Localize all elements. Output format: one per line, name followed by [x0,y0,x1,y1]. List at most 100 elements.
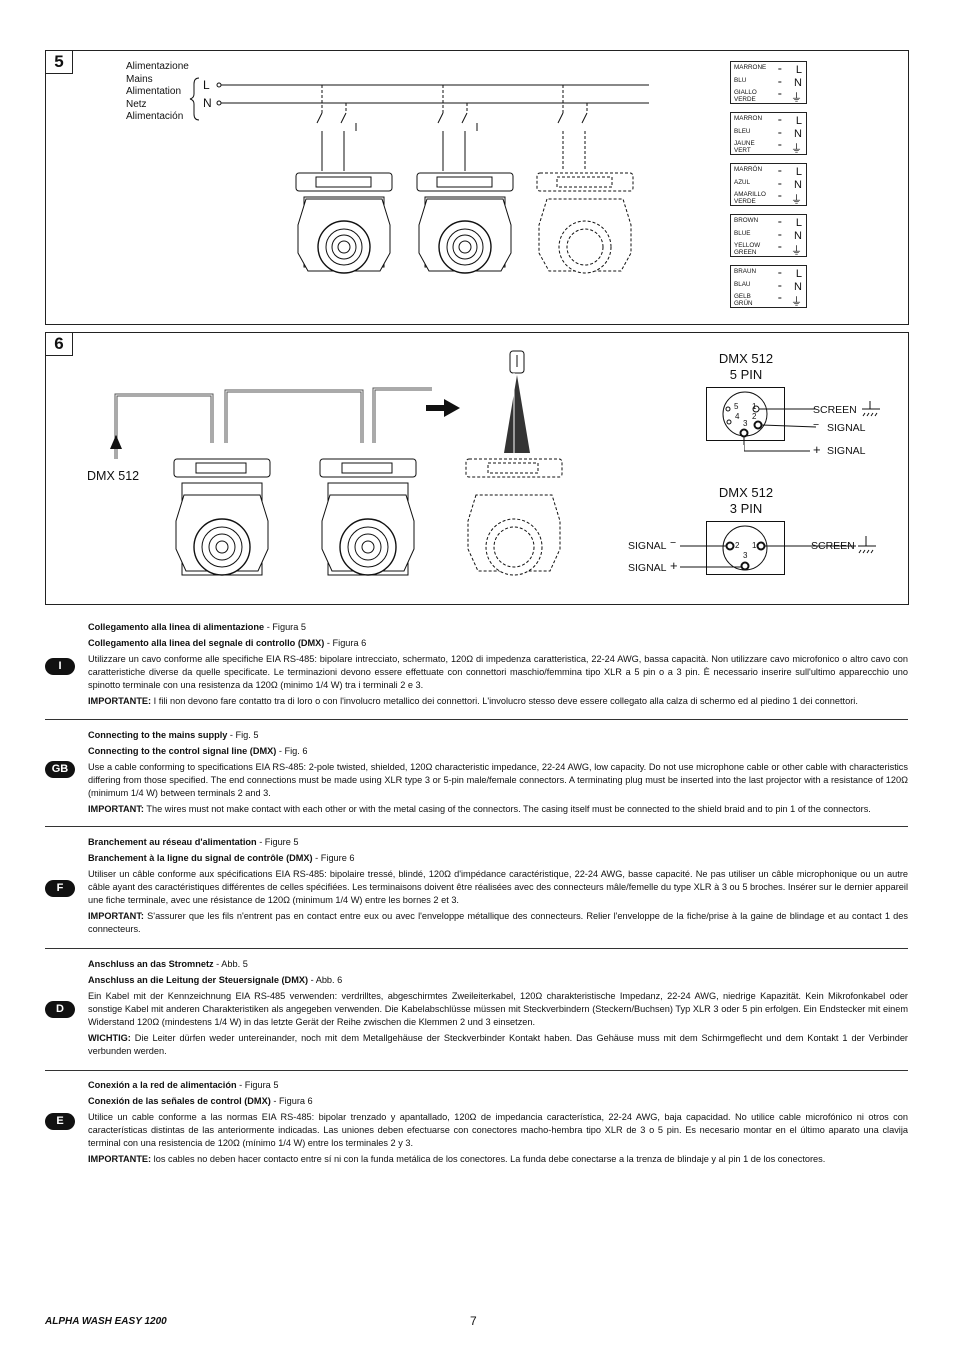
note-label: IMPORTANT: [88,804,144,814]
pin5-minus-sign: − [813,419,820,431]
pin3-signal-minus-label: SIGNAL [628,540,667,552]
equals: = [778,117,782,124]
line-n-label: N [203,96,212,110]
xlr-5pin-connector [706,387,816,445]
dmx-5pin-title-b: 5 PIN [729,367,763,382]
wire-colour-b: VERT [734,146,751,154]
ground-icon: ⏚ [791,92,802,104]
drop-3 [557,85,588,171]
equals: = [778,142,782,149]
wire-colour: BLUE [734,230,751,237]
terminal-n: N [794,128,802,140]
heading: Branchement au réseau d'alimentation [88,837,257,847]
wire-colour-b: GREEN [734,248,757,256]
note-text: los cables no deben hacer contacto entre… [151,1154,826,1164]
dmx-5pin-title: DMX 512 5 PIN [706,351,786,383]
pin5-number: 2 [752,412,757,421]
mains-label-line: Alimentazione [126,61,189,72]
equals: = [778,270,782,277]
section-it: I Collegamento alla linea di alimentazio… [45,621,908,713]
heading-ref: - Figure 6 [312,853,355,863]
pin3-minus-sign: − [670,537,677,549]
heading: Connecting to the mains supply [88,730,228,740]
equals: = [778,283,782,290]
line-l-label: L [203,78,210,92]
note-text: Die Leiter dürfen weder untereinander, n… [88,1033,908,1056]
divider [45,1070,908,1071]
wire-colour: BRAUN [734,268,757,275]
dmx-3pin-title-a: DMX 512 [718,485,774,500]
footer-model-name: ALPHA WASH EASY 1200 [45,1316,167,1327]
heading-ref: - Abb. 6 [308,975,343,985]
heading: Anschluss an die Leitung der Steuersigna… [88,975,309,985]
wire-colour: BLAU [734,281,751,288]
shield-ground-icon [858,536,876,554]
language-badge: E [45,1113,75,1130]
wire-colour-a: YELLOW [734,242,761,249]
xlr-3pin-connector [680,521,856,575]
terminal-l: L [795,166,802,178]
heading: Anschluss an das Stromnetz [88,959,214,969]
mains-label-line: Alimentación [126,111,184,123]
divider [45,826,908,827]
section-text: Connecting to the mains supply - Fig. 5 … [88,729,908,819]
section-gb: GB Connecting to the mains supply - Fig.… [45,729,908,821]
note-text: The wires must not make contact with eac… [143,804,871,814]
body-text: Utilice un cable conforme a las normas E… [88,1112,908,1148]
heading-ref: - Fig. 5 [227,730,259,740]
terminal-n: N [794,281,802,293]
heading-ref: - Figura 6 [270,1096,313,1106]
wire-colour: BROWN [734,217,759,224]
pin5-number: 3 [743,419,748,428]
wire-colour-a: AMARILLO [734,191,766,198]
equals: = [778,181,782,188]
pin5-plus-sign: + [813,442,821,457]
note-text: I fili non devono fare contatto tra di l… [151,696,858,706]
body-text: Ein Kabel mit der Kennzeichnung EIA RS-4… [88,991,908,1027]
fixture-1 [173,458,271,576]
mains-wiring-diagram [189,77,649,274]
pin3-signal-plus-label: SIGNAL [628,562,667,574]
wire-colour-b: VERDE [734,197,756,205]
drop-1 [316,85,357,171]
language-badge: F [45,880,75,897]
wire-colour: MARRÓN [734,166,762,173]
figure-number: 6 [46,333,73,356]
dmx-5pin-title-a: DMX 512 [718,351,774,366]
wire-colour: MARRON [734,115,762,122]
language-badge: I [45,658,75,675]
fixture-2 [416,172,514,274]
mains-label-line: Mains [126,73,153,85]
body-text: Use a cable conforming to specifications… [88,762,908,798]
dmx-3pin-title-b: 3 PIN [729,501,763,516]
section-fr: F Branchement au réseau d'alimentation -… [45,836,908,944]
pin5-screen-label: SCREEN [813,404,857,416]
mains-label: Alimentazione Mains Alimentation Netz Al… [126,61,189,124]
dmx-wiring-diagram [110,350,563,576]
fixture-3-dashed [536,172,634,274]
mains-label-line: Alimentation [126,86,182,98]
heading-ref: - Figure 5 [256,837,299,847]
pin3-number: 3 [743,551,748,560]
figure-number: 5 [46,51,73,74]
note-label: IMPORTANTE: [88,696,152,706]
wire-colour-a: GIALLO [734,89,757,96]
fixture-2 [319,458,417,576]
note-label: WICHTIG: [88,1033,131,1043]
equals: = [778,193,782,200]
ground-icon: ⏚ [791,245,802,257]
terminal-n: N [794,179,802,191]
note-label: IMPORTANT: [88,911,144,921]
terminal-l: L [795,115,802,127]
shield-ground-icon [862,401,880,417]
terminal-l: L [795,64,802,76]
heading-ref: - Figura 5 [264,622,307,632]
